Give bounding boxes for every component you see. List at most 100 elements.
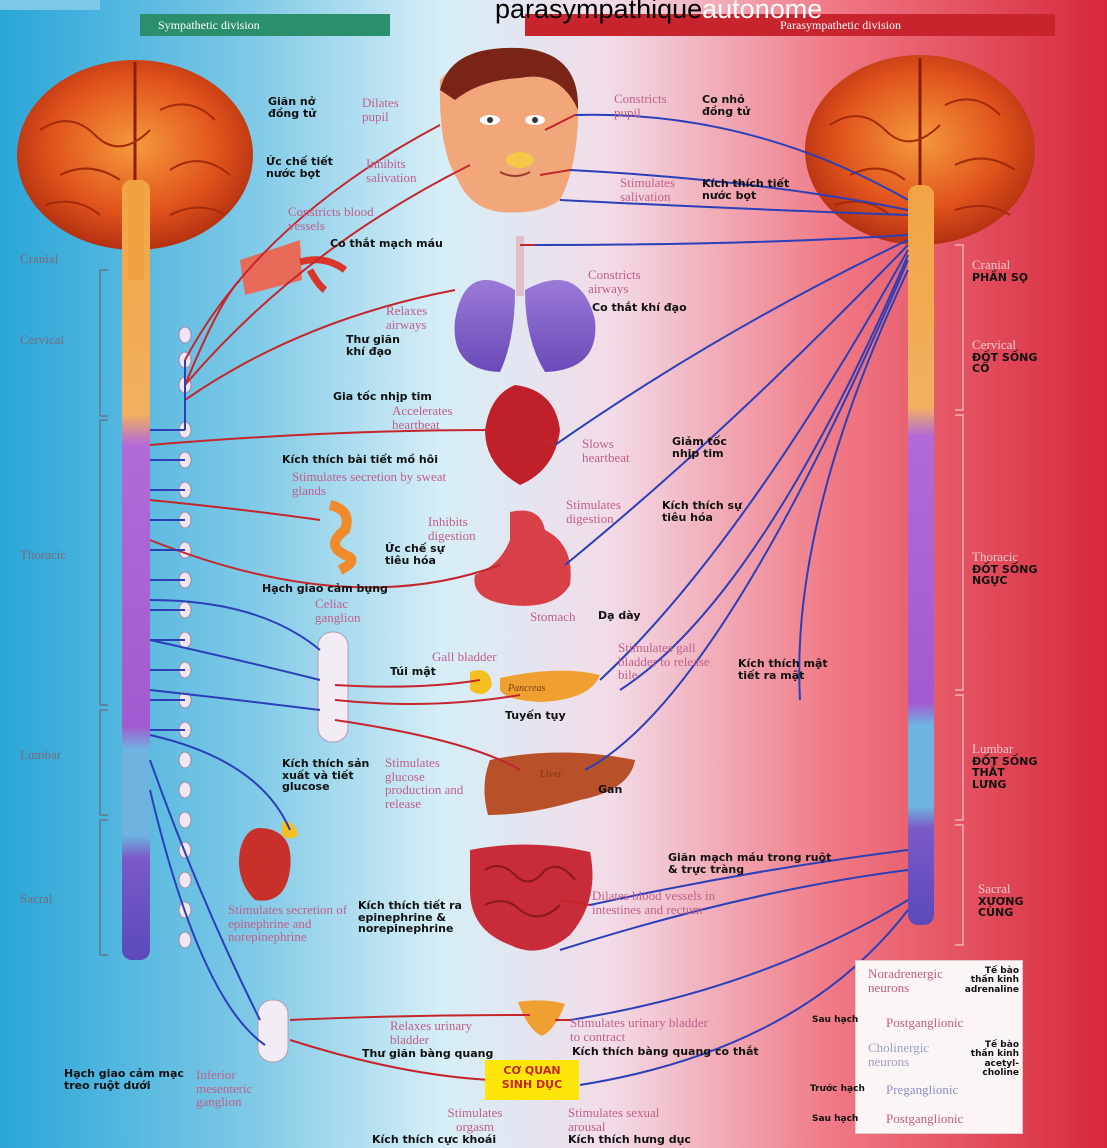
glucose-vn: Kích thích sản xuất và tiết glucose: [282, 758, 377, 793]
sweat-gland-illustration: [330, 505, 351, 570]
region-thoracic-right-vn: ĐỐT SỐNG NGỰC: [972, 564, 1038, 587]
region-lumbar-right-en: Lumbar: [972, 742, 1042, 756]
constricts-pupil-vn: Co nhỏ đồng tử: [702, 94, 772, 117]
reproductive-organ-label: CƠ QUAN SINH DỤC: [485, 1060, 579, 1093]
dilates-pupil-en: Dilates pupil: [362, 96, 412, 123]
contract-bladder-en: Stimulates urinary bladder to contract: [570, 1016, 720, 1043]
constricts-pupil-en: Constricts pupil: [614, 92, 694, 119]
liver-en: Liver: [540, 770, 562, 781]
orgasm-en: Stimulates orgasm: [430, 1106, 520, 1133]
stimulates-salivation-en: Stimulates salivation: [620, 176, 700, 203]
region-sacral-right-en: Sacral: [978, 882, 1028, 896]
gall-bladder-stim-vn: Kích thích mật tiết ra mật: [738, 658, 850, 681]
legend-noradrenergic-en: Noradrenergic neurons: [868, 967, 958, 994]
region-thoracic-left: Thoracic: [20, 548, 66, 562]
head-illustration: [440, 48, 578, 213]
constricts-vessels-en: Constricts blood vessels: [288, 205, 398, 232]
celiac-en: Celiac ganglion: [315, 597, 385, 624]
glucose-en: Stimulates glucose production and releas…: [385, 756, 475, 811]
dilates-pupil-vn: Giãn nở đồng tử: [268, 96, 338, 119]
sympathetic-division-label: Sympathetic division: [158, 14, 260, 36]
inferior-ganglion-vn: Hạch giao cảm mạc treo ruột dưới: [64, 1068, 189, 1091]
adrenal-vn: Kích thích tiết ra epinephrine & norepin…: [358, 900, 488, 935]
legend-post-1-en: Postganglionic: [886, 1016, 963, 1030]
reproductive-organ-label-box: CƠ QUAN SINH DỤC: [485, 1060, 579, 1100]
region-lumbar-right-vn: ĐỐT SỐNG THẮT LƯNG: [972, 756, 1042, 791]
region-sacral-left: Sacral: [20, 892, 52, 906]
constricts-vessels-vn: Co thắt mạch máu: [330, 238, 443, 250]
arousal-en: Stimulates sexual arousal: [568, 1106, 678, 1133]
relaxes-airways-en: Relaxes airways: [386, 304, 446, 331]
lungs-illustration: [455, 236, 596, 372]
accelerates-heart-en: Accelerates heartbeat: [392, 404, 472, 431]
sweat-en: Stimulates secretion by sweat glands: [292, 470, 482, 497]
region-cranial-right-vn: PHẦN SỌ: [972, 272, 1028, 284]
region-cervical-right-en: Cervical: [972, 338, 1038, 352]
inhibits-salivation-en: Inhibits salivation: [366, 157, 444, 184]
bladder-illustration: [518, 1000, 565, 1036]
region-cranial-left: Cranial: [20, 252, 58, 266]
dilates-intestine-vn: Giãn mạch máu trong ruột & trực tràng: [668, 852, 838, 875]
constricts-airways-vn: Co thắt khí đạo: [592, 302, 687, 314]
legend: Noradrenergic neurons Tế bào thần kinh a…: [855, 960, 1023, 1134]
region-sacral-right-vn: XƯƠNG CÙNG: [978, 896, 1028, 919]
gall-bladder-en: Gall bladder: [432, 650, 497, 664]
contract-bladder-vn: Kích thích bàng quang co thắt: [572, 1046, 759, 1058]
celiac-ganglion: [318, 632, 348, 742]
pancreas-en: Pancreas: [508, 684, 545, 695]
left-spinal-cord: [122, 180, 150, 960]
gall-bladder-illustration: [470, 670, 492, 694]
region-cervical-right-vn: ĐỐT SỐNG CỔ: [972, 352, 1038, 375]
right-region-bracket: [955, 245, 963, 945]
inhibits-digestion-en: Inhibits digestion: [428, 515, 504, 542]
adrenal-en: Stimulates secretion of epinephrine and …: [228, 903, 356, 944]
heart-illustration: [485, 385, 560, 485]
relaxes-bladder-vn: Thư giãn bàng quang: [362, 1048, 493, 1060]
inferior-mesenteric-ganglion: [258, 1000, 288, 1062]
legend-cholinergic-en: Cholinergic neurons: [868, 1041, 958, 1068]
legend-noradrenergic-vn: Tế bào thần kinh adrenaline: [961, 967, 1019, 995]
legend-post-2-en: Postganglionic: [886, 1112, 963, 1126]
legend-post-2-vn: Sau hạch: [812, 1115, 858, 1124]
region-cranial-right-en: Cranial: [972, 258, 1028, 272]
region-thoracic-right-en: Thoracic: [972, 550, 1038, 564]
region-lumbar-right: Lumbar ĐỐT SỐNG THẮT LƯNG: [972, 742, 1042, 790]
region-cervical-left: Cervical: [20, 333, 64, 347]
stimulates-digestion-vn: Kích thích sự tiêu hóa: [662, 500, 754, 523]
orgasm-vn: Kích thích cực khoái: [372, 1134, 496, 1146]
page-title: parasympathiqueautonome: [495, 0, 822, 23]
constricts-airways-en: Constricts airways: [588, 268, 668, 295]
right-spinal-cord: [908, 185, 934, 925]
inhibits-digestion-vn: Ức chế sự tiêu hóa: [385, 543, 455, 566]
slows-heart-vn: Giảm tốc nhịp tim: [672, 436, 742, 459]
legend-post-1-vn: Sau hạch: [812, 1016, 858, 1025]
relaxes-bladder-en: Relaxes urinary bladder: [390, 1019, 510, 1046]
gall-bladder-stim-en: Stimulates gall bladder to release bile: [618, 641, 718, 682]
stimulates-salivation-vn: Kích thích tiết nước bọt: [702, 178, 802, 201]
stomach-en: Stomach: [530, 610, 576, 624]
region-sacral-right: Sacral XƯƠNG CÙNG: [978, 882, 1028, 919]
inferior-ganglion-en: Inferior mesenteric ganglion: [196, 1068, 276, 1109]
region-cervical-right: Cervical ĐỐT SỐNG CỔ: [972, 338, 1038, 375]
stomach-vn: Dạ dày: [598, 610, 641, 622]
parasympathetic-nerves: [535, 115, 908, 1085]
dilates-intestine-en: Dilates blood vessels in intestines and …: [592, 889, 762, 916]
pancreas-vn: Tuyến tụy: [505, 710, 566, 722]
gall-bladder-vn: Túi mật: [390, 666, 436, 678]
stimulates-digestion-en: Stimulates digestion: [566, 498, 652, 525]
relaxes-airways-vn: Thư giãn khí đạo: [346, 334, 416, 357]
accelerates-heart-vn: Gia tốc nhịp tim: [333, 391, 432, 403]
region-thoracic-right: Thoracic ĐỐT SỐNG NGỰC: [972, 550, 1038, 587]
parasympathetic-division-label: Parasympathetic division: [780, 14, 901, 36]
intestines-illustration: [470, 844, 593, 950]
title-main: parasympathique: [495, 0, 702, 24]
slows-heart-en: Slows heartbeat: [582, 437, 662, 464]
adrenal-kidney-illustration: [239, 828, 291, 901]
liver-vn: Gan: [598, 784, 622, 796]
legend-pre-en: Preganglionic: [886, 1083, 958, 1097]
legend-cholinergic-vn: Tế bào thần kinh acetyl-choline: [961, 1041, 1019, 1079]
inhibits-salivation-vn: Ức chế tiết nước bọt: [266, 156, 356, 179]
region-cranial-right: Cranial PHẦN SỌ: [972, 258, 1028, 283]
arousal-vn: Kích thích hưng dục: [568, 1134, 691, 1146]
